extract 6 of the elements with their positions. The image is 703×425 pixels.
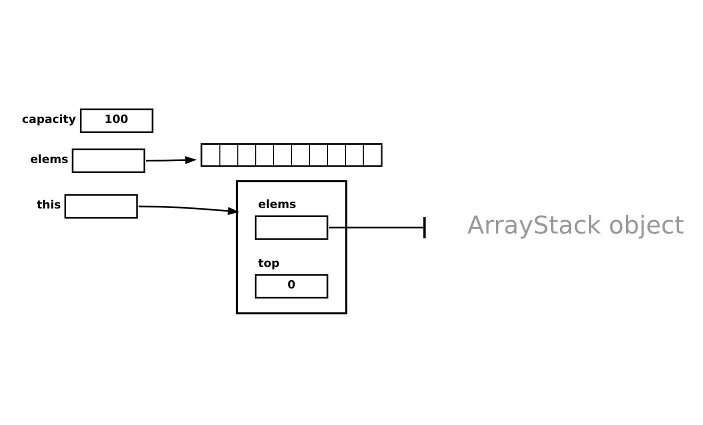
node-label: elems	[258, 197, 296, 212]
node-label: top	[258, 256, 280, 270]
node-label: elems	[30, 152, 68, 166]
label: ArrayStack object	[467, 210, 684, 240]
node-label: capacity	[22, 112, 76, 126]
node-label: this	[36, 198, 61, 212]
